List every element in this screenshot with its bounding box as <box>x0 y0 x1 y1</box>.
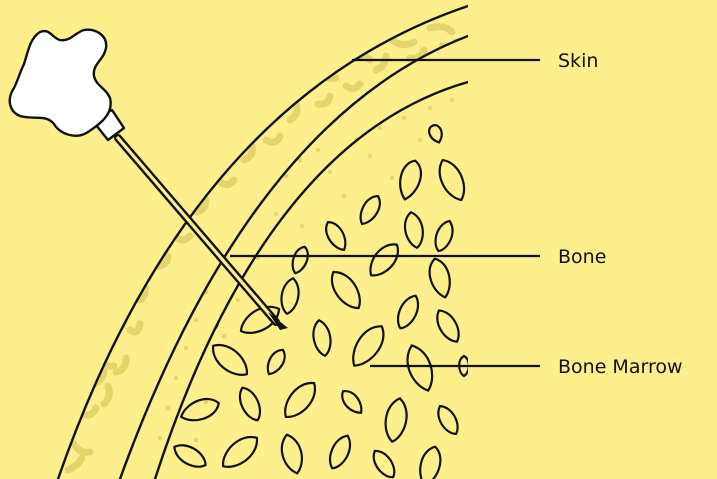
skin-label: Skin <box>558 50 598 72</box>
bone-label: Bone <box>558 246 606 268</box>
bone-marrow-label: Bone Marrow <box>558 356 683 378</box>
